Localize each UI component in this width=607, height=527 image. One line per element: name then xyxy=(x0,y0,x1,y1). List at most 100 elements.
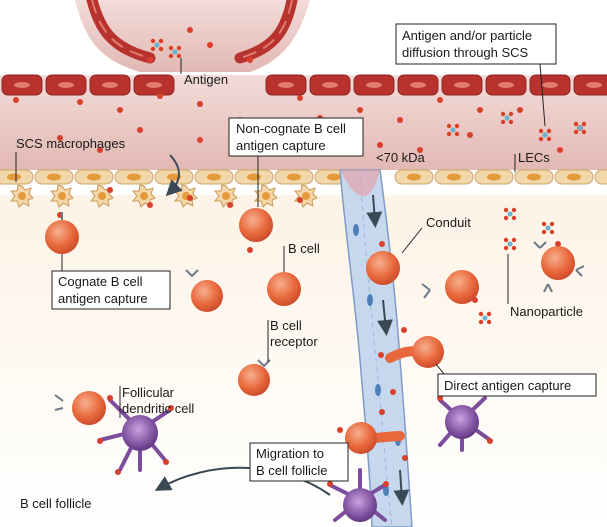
antigen-dot xyxy=(147,202,153,208)
label-fdc-1: Follicular xyxy=(122,385,175,400)
b-cell-cognate xyxy=(45,212,79,254)
conduit-flow-arrows xyxy=(366,194,410,506)
antigen-dot xyxy=(207,42,213,48)
label-fdc-2: dendritic cell xyxy=(122,401,194,416)
migrating-dendritic-cell xyxy=(327,468,389,522)
direct-capture-text: Direct antigen capture xyxy=(444,378,571,393)
callout-non-cognate: Non-cognate B cell antigen capture xyxy=(228,117,364,207)
b-cell-right-2 xyxy=(533,241,585,293)
antigen-dot xyxy=(13,97,19,103)
label-size-cutoff: <70 kDa xyxy=(376,150,426,165)
endothelial-cell xyxy=(353,74,395,96)
callout-direct-capture: Direct antigen capture xyxy=(435,363,597,397)
b-cell-conduit-lower xyxy=(345,422,405,454)
endothelial-cell xyxy=(441,74,483,96)
label-b-cell: B cell xyxy=(288,241,320,256)
callout-scs-diffusion: Antigen and/or particle diffusion throug… xyxy=(395,23,557,127)
antigen-dot xyxy=(297,197,303,203)
antigen-dot xyxy=(437,97,443,103)
dendritic-cell-right xyxy=(437,395,493,452)
lec-cell xyxy=(274,169,314,185)
lec-cell xyxy=(194,169,234,185)
label-antigen: Antigen xyxy=(184,72,228,87)
antigen-dot xyxy=(57,135,63,141)
label-bcr-2: receptor xyxy=(270,334,318,349)
lec-cell xyxy=(394,169,434,185)
lec-cell xyxy=(74,169,114,185)
antigen-dot xyxy=(377,142,383,148)
antigen-dot xyxy=(397,117,403,123)
antigen-dot xyxy=(147,57,153,63)
antigen-dot xyxy=(390,389,396,395)
follicular-dendritic-cell xyxy=(97,395,174,475)
antigen-dot xyxy=(77,99,83,105)
callout-cognate: Cognate B cell antigen capture xyxy=(51,254,171,310)
antigen-dot xyxy=(97,147,103,153)
endothelial-cell xyxy=(485,74,527,96)
endothelial-cell xyxy=(397,74,439,96)
lec-cell xyxy=(434,169,474,185)
migration-arrow xyxy=(154,466,331,496)
antigen-dot xyxy=(555,241,561,247)
scs-flow-arrow xyxy=(165,154,183,197)
callout-migration: Migration to B cell follicle xyxy=(249,442,349,482)
b-cell-right-1 xyxy=(421,270,492,325)
antigen-dot xyxy=(379,409,385,415)
antigen-dot xyxy=(297,95,303,101)
label-scs-macrophages: SCS macrophages xyxy=(16,136,126,151)
lec-cell xyxy=(114,169,154,185)
antigen-dot xyxy=(467,132,473,138)
b-cell-fdc-left xyxy=(54,391,106,425)
lec-cell xyxy=(514,169,554,185)
antigen-dot xyxy=(557,147,563,153)
cognate-text-1: Cognate B cell xyxy=(58,274,143,289)
non-cognate-text-2: antigen capture xyxy=(236,138,326,153)
endothelial-cell xyxy=(133,74,175,96)
antigen-dot xyxy=(357,107,363,113)
lec-cell xyxy=(554,169,594,185)
antigen-dot xyxy=(107,187,113,193)
afferent-vessel-walls xyxy=(86,0,298,64)
antigen-dot xyxy=(379,241,385,247)
b-cell-in-conduit xyxy=(366,251,400,285)
endothelial-cells-ceiling xyxy=(1,74,607,96)
endothelial-cell xyxy=(265,74,307,96)
label-conduit: Conduit xyxy=(426,215,471,230)
label-nanoparticle: Nanoparticle xyxy=(510,304,583,319)
b-cell-non-cognate xyxy=(239,208,273,242)
migration-text-2: B cell follicle xyxy=(256,463,328,478)
antigen-dot xyxy=(117,107,123,113)
lec-cell xyxy=(34,169,74,185)
endothelial-cell xyxy=(1,74,43,96)
antigen-dot xyxy=(227,202,233,208)
antigen-dot xyxy=(247,247,253,253)
endothelial-cell xyxy=(309,74,351,96)
endothelial-cell xyxy=(89,74,131,96)
lec-cell xyxy=(474,169,514,185)
antigen-dot xyxy=(197,101,203,107)
antigen-dot xyxy=(417,147,423,153)
antigen-dot xyxy=(337,427,343,433)
antigen-dot xyxy=(187,27,193,33)
antigen-dot xyxy=(137,127,143,133)
label-bcr-1: B cell xyxy=(270,318,302,333)
migration-text-1: Migration to xyxy=(256,446,324,461)
antigen-dot xyxy=(401,327,407,333)
lec-floor-layer xyxy=(0,169,607,185)
lec-cell xyxy=(234,169,274,185)
antigen-dot xyxy=(157,93,163,99)
endothelial-cell xyxy=(45,74,87,96)
lec-cell xyxy=(594,169,607,185)
cognate-text-2: antigen capture xyxy=(58,291,148,306)
b-cell-small xyxy=(185,269,223,312)
antigen-dot xyxy=(477,107,483,113)
antigen-dot xyxy=(517,107,523,113)
label-lecs: LECs xyxy=(518,150,550,165)
scs-diffusion-text-1: Antigen and/or particle xyxy=(402,28,532,43)
b-cell-central xyxy=(267,272,301,306)
antigen-dot xyxy=(187,195,193,201)
endothelial-cell xyxy=(529,74,571,96)
scs-diffusion-text-2: diffusion through SCS xyxy=(402,45,529,60)
